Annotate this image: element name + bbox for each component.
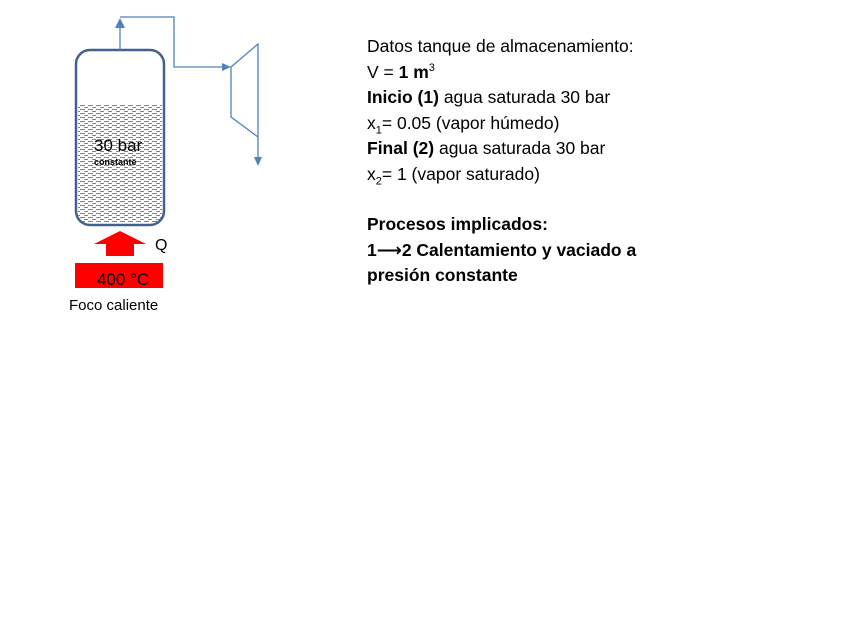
end-state-label: Final (2) [367, 138, 435, 158]
start-state-line: Inicio (1) agua saturada 30 bar [367, 87, 611, 107]
outlet-arrow-up-icon [115, 18, 125, 28]
processes-title: Procesos implicados: [367, 214, 548, 234]
process-line-2: presión constante [367, 265, 518, 285]
process-line-1: 1⟶2 Calentamiento y vaciado a [367, 239, 637, 260]
heat-arrow-icon [94, 231, 146, 256]
turbine [230, 42, 259, 139]
tank-constant-label: constante [94, 157, 137, 167]
start-state-label: Inicio (1) [367, 87, 439, 107]
hot-source [75, 263, 163, 288]
turbine-outlet-arrow-icon [254, 157, 262, 166]
tank-data-title: Datos tanque de almacenamiento: [367, 36, 634, 56]
turbine-inlet-arrow-icon [222, 63, 231, 71]
tank-water [78, 104, 162, 223]
x2-line: x2= 1 (vapor saturado) [367, 163, 540, 187]
heat-label: Q [155, 237, 167, 254]
outlet-pipe [119, 16, 224, 68]
volume-line: V = 1 m3 [367, 61, 435, 82]
x1-line: x1= 0.05 (vapor húmedo) [367, 112, 560, 136]
end-state-line: Final (2) agua saturada 30 bar [367, 138, 606, 158]
tank-pressure-label: 30 bar [94, 136, 143, 155]
tank-data-panel: Datos tanque de almacenamiento: V = 1 m3… [367, 34, 636, 289]
hot-source-temperature: 400 °C [97, 270, 149, 289]
hot-source-label: Foco caliente [69, 297, 158, 314]
